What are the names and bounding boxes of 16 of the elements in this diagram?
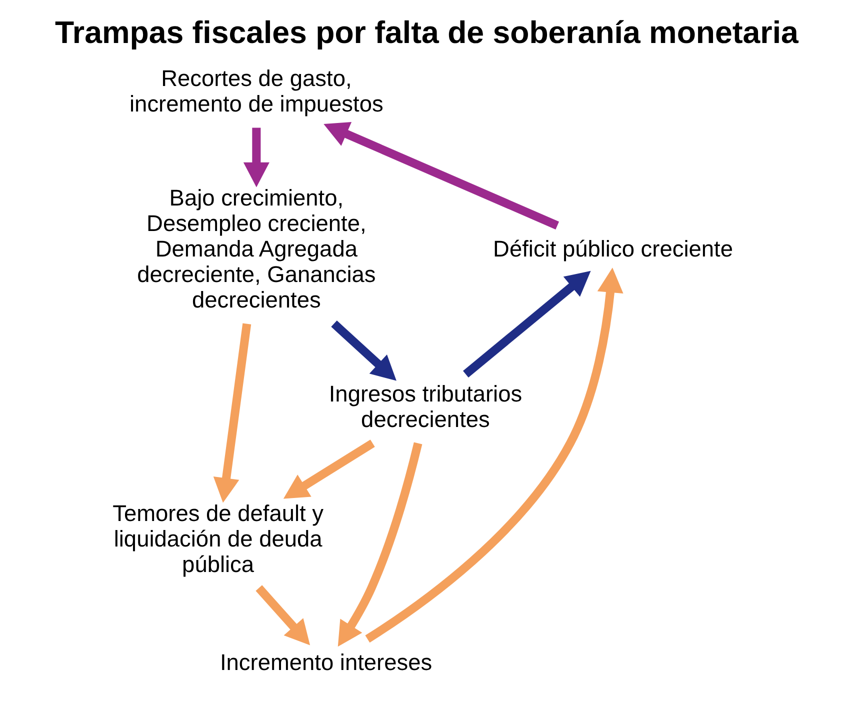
node-text: Déficit público creciente — [493, 236, 733, 262]
arrow — [324, 122, 560, 230]
arrow — [213, 323, 252, 503]
arrow — [338, 442, 422, 647]
node-text: Recortes de gasto, incremento de impuestos — [130, 65, 384, 117]
arrow — [256, 585, 310, 646]
node-text: Bajo crecimiento, Desempleo creciente, Demanda Agregada decreciente, Ganancias decrecientes — [137, 184, 376, 313]
arrow — [243, 128, 270, 188]
arrow — [365, 268, 624, 643]
node-text: Ingresos tributarios decrecientes — [328, 380, 522, 432]
arrow — [331, 320, 396, 381]
diagram-title: Trampas fiscales por falta de soberanía monetaria — [55, 15, 798, 50]
arrow — [283, 440, 375, 499]
node-text: Incremento intereses — [220, 648, 432, 675]
arrow — [463, 270, 591, 378]
node-text: Temores de default y liquidación de deuda pública — [112, 500, 324, 577]
